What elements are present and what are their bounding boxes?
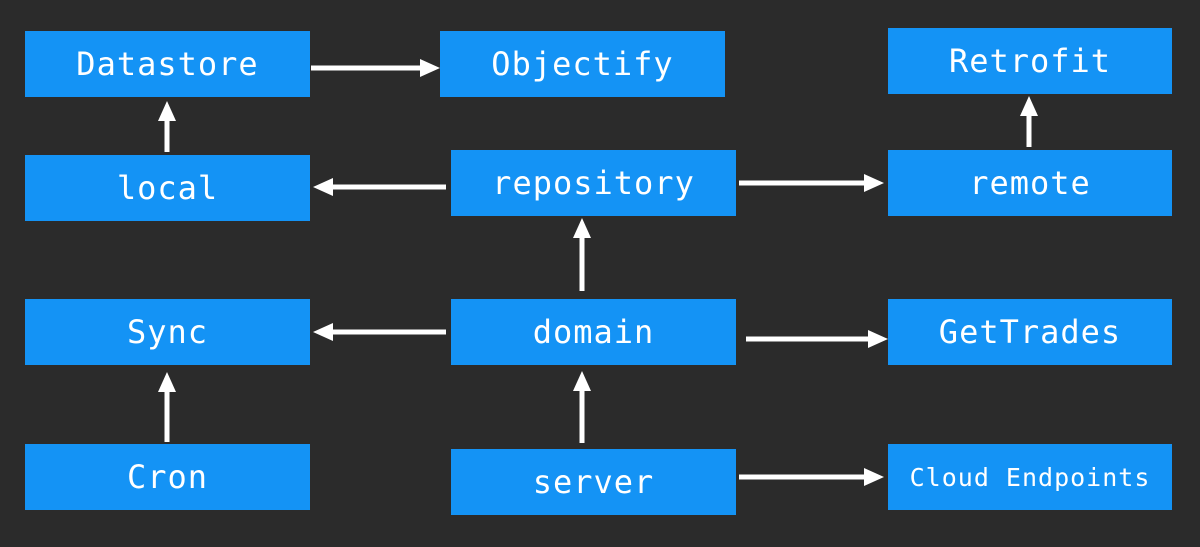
arrow-server-to-cloud-endpoints	[739, 468, 884, 486]
arrow-domain-to-sync	[313, 323, 446, 341]
node-repository-label: repository	[492, 164, 695, 202]
node-sync-label: Sync	[126, 313, 209, 351]
node-retrofit: Retrofit	[888, 28, 1172, 94]
arrow-domain-to-repository	[573, 218, 591, 291]
arrow-repository-to-local	[313, 178, 446, 196]
arrow-repository-to-remote	[739, 174, 884, 192]
node-cloud-endpoints: Cloud Endpoints	[888, 444, 1172, 510]
arrow-remote-to-retrofit	[1020, 96, 1038, 147]
node-local: local	[25, 155, 310, 221]
arrow-server-to-domain	[573, 371, 591, 443]
node-cron-label: Cron	[126, 458, 209, 496]
node-remote-label: remote	[969, 164, 1091, 202]
node-domain-label: domain	[532, 313, 655, 351]
node-cron: Cron	[25, 444, 310, 510]
node-objectify: Objectify	[440, 31, 725, 97]
node-repository: repository	[451, 150, 736, 216]
arrow-domain-to-gettrades	[746, 330, 888, 348]
node-server: server	[451, 449, 736, 515]
node-remote: remote	[888, 150, 1172, 216]
node-gettrades: GetTrades	[888, 299, 1172, 365]
node-datastore-label: Datastore	[76, 45, 259, 83]
node-cloud-endpoints-label: Cloud Endpoints	[909, 462, 1151, 492]
node-datastore: Datastore	[25, 31, 310, 97]
arrow-cron-to-sync	[158, 372, 176, 442]
node-retrofit-label: Retrofit	[948, 42, 1112, 80]
arrow-local-to-datastore	[158, 101, 176, 152]
node-gettrades-label: GetTrades	[938, 313, 1122, 351]
node-local-label: local	[116, 169, 219, 207]
node-server-label: server	[532, 463, 655, 501]
node-sync: Sync	[25, 299, 310, 365]
node-domain: domain	[451, 299, 736, 365]
arrow-datastore-to-objectify	[311, 59, 440, 77]
node-objectify-label: Objectify	[491, 45, 674, 83]
